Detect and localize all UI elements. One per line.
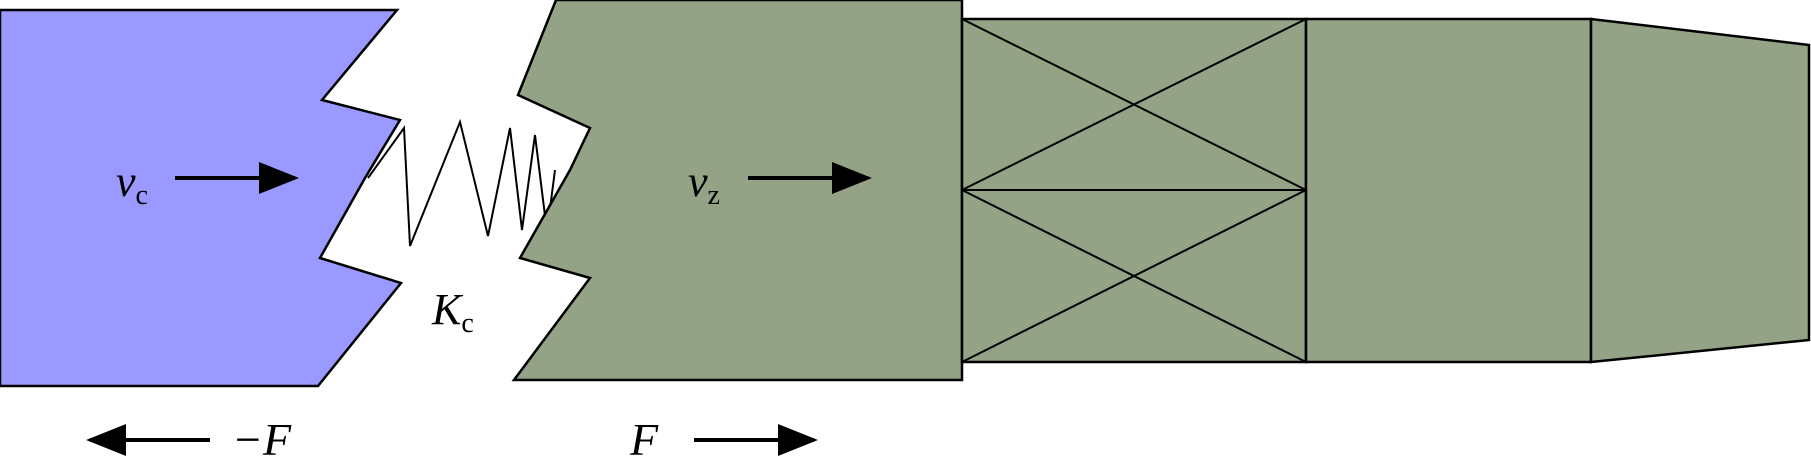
spring-constant-label: Kc bbox=[431, 285, 474, 339]
left-block bbox=[0, 8, 404, 388]
tapered-section bbox=[1589, 17, 1811, 364]
right-force-label: F bbox=[629, 414, 659, 465]
spring bbox=[367, 118, 556, 247]
right-velocity-label: vz bbox=[688, 157, 720, 211]
left-force-label: −F bbox=[232, 414, 292, 465]
cross-lines bbox=[961, 18, 1307, 363]
plain-section bbox=[1304, 17, 1593, 364]
right-front-block bbox=[511, 0, 964, 382]
left-velocity-label: vc bbox=[116, 157, 148, 211]
